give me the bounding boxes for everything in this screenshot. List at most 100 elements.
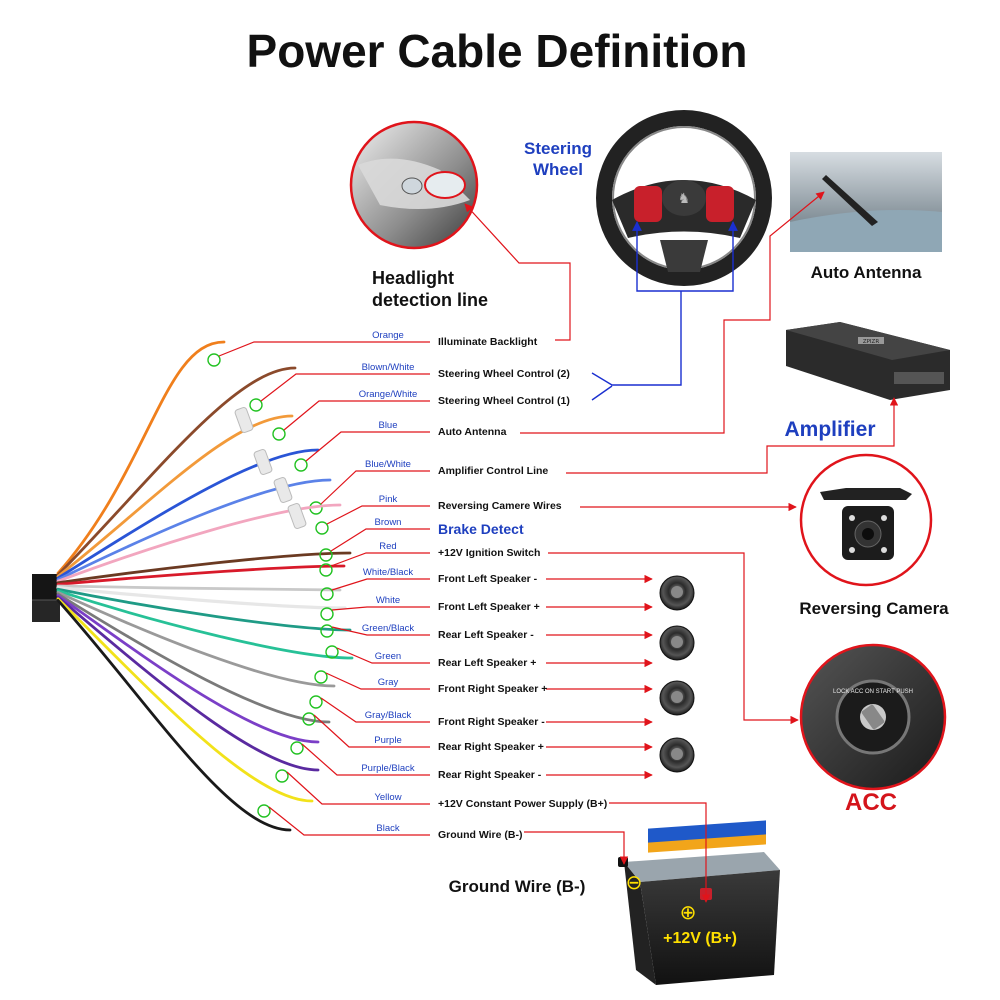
- wire-color-label: Gray: [378, 677, 399, 688]
- wire-leader-line: [330, 528, 430, 552]
- wire-color-label: White: [376, 595, 400, 606]
- wire-function-label: Illuminate Backlight: [438, 336, 538, 348]
- wire-ring-marker: [294, 458, 308, 472]
- svg-text:♞: ♞: [678, 191, 691, 207]
- battery-minus-symbol: ⊖: [626, 870, 643, 894]
- headlight-label-line1: Headlight: [372, 268, 454, 288]
- wire-brown: [56, 551, 352, 585]
- steering-wheel-image: ♞: [596, 110, 772, 286]
- page-title: Power Cable Definition: [247, 25, 748, 77]
- amplifier-label: Amplifier: [784, 418, 875, 441]
- wire-color-label: Pink: [379, 494, 398, 505]
- fuse-holder: [253, 449, 273, 475]
- wire-color-label: Gray/Black: [365, 710, 412, 721]
- battery-plus-symbol: ⊕: [680, 900, 697, 924]
- wire-yellow: [56, 597, 314, 803]
- auto-antenna-label: Auto Antenna: [811, 263, 922, 282]
- wire-red: [56, 564, 346, 586]
- wire-color-label: Purple: [374, 735, 401, 746]
- fuse-holder: [234, 407, 254, 433]
- headlight-label-line2: detection line: [372, 290, 488, 310]
- wire-black: [56, 599, 292, 832]
- wire-ring-marker: [325, 645, 339, 659]
- wire-connector: [32, 574, 60, 622]
- amplifier-image: ZPIZR: [768, 284, 962, 454]
- wire-color-label: Purple/Black: [361, 763, 415, 774]
- speaker-icon: [659, 575, 695, 611]
- wire-ring-marker: [314, 670, 328, 684]
- wire-function-label: Amplifier Control Line: [438, 465, 548, 477]
- wire-function-label: Rear Left Speaker -: [438, 629, 534, 641]
- battery-plus-label: +12V (B+): [663, 930, 737, 947]
- wire-leader-line: [331, 578, 430, 591]
- lead-steering-control-2: [591, 385, 613, 401]
- wire-function-label: Ground Wire (B-): [438, 829, 522, 841]
- wire-ring-marker: [290, 741, 304, 755]
- wire-ring-marker: [309, 695, 323, 709]
- wire-ring-marker: [272, 427, 286, 441]
- wire-ring-marker: [319, 548, 333, 562]
- steering-wheel-label-line2: Wheel: [533, 160, 583, 179]
- speaker-icon: [659, 737, 695, 773]
- wire-function-label: Rear Left Speaker +: [438, 657, 536, 669]
- wire-blue: [56, 448, 320, 580]
- wire-leader-line: [331, 626, 430, 636]
- wires-layer: [56, 340, 695, 836]
- wire-color-label: Green/Black: [362, 623, 415, 634]
- battery-image: [618, 820, 780, 985]
- wire-function-label: Front Left Speaker -: [438, 573, 538, 585]
- wire-color-label: Orange/White: [359, 389, 418, 400]
- lead-steering-left: [632, 221, 681, 292]
- wire-ring-marker: [257, 804, 271, 818]
- fuse-holder: [287, 503, 307, 529]
- wire-ring-marker: [320, 587, 334, 601]
- wire-ring-marker: [207, 353, 221, 367]
- wire-color-label: Red: [379, 541, 396, 552]
- steering-wheel-label-line1: Steering: [524, 139, 592, 158]
- reversing-camera-label: Reversing Camera: [799, 599, 949, 618]
- wire-ring-marker: [315, 521, 329, 535]
- fuse-holder: [273, 477, 293, 503]
- speaker-icon: [659, 625, 695, 661]
- wire-color-label: Green: [375, 651, 401, 662]
- wire-leader-line: [268, 806, 430, 836]
- amplifier-badge: ZPIZR: [863, 339, 879, 345]
- wire-function-label: Front Right Speaker -: [438, 716, 545, 728]
- lead-amplifier: [566, 397, 899, 474]
- speaker-icon: [659, 680, 695, 716]
- wire-color-label: Yellow: [374, 792, 401, 803]
- wire-color-label: White/Black: [363, 567, 413, 578]
- wire-ring-marker: [319, 563, 333, 577]
- wire-leader-line: [325, 672, 430, 690]
- lead-ignition-acc: [548, 552, 799, 725]
- reversing-camera-image: [799, 453, 933, 587]
- lead-backlight-to-headlight: [464, 203, 571, 341]
- wire-pink: [56, 503, 342, 583]
- lead-constant-power: [609, 802, 711, 903]
- lead-ground: [524, 831, 629, 865]
- wire-color-label: Brown: [375, 517, 402, 528]
- wire-function-label: Rear Right Speaker -: [438, 769, 542, 781]
- wire-gray: [56, 591, 336, 688]
- acc-label: ACC: [845, 789, 897, 816]
- wire-ring-marker: [302, 712, 316, 726]
- acc-key-text: LOCK ACC ON START PUSH: [833, 689, 913, 695]
- lead-auto-antenna: [520, 191, 825, 434]
- wire-function-label: Reversing Camere Wires: [438, 500, 562, 512]
- wire-green-black: [56, 587, 352, 632]
- wire-leader-line: [320, 470, 430, 505]
- wire-green: [56, 589, 354, 660]
- wire-purple: [56, 594, 320, 744]
- wire-function-label: Steering Wheel Control (1): [438, 395, 570, 407]
- wire-function-label: Front Right Speaker +: [438, 683, 547, 695]
- lead-steering-right: [681, 221, 738, 292]
- wire-function-label: Front Left Speaker +: [438, 601, 540, 613]
- wire-color-label: Blue/White: [365, 459, 411, 470]
- auto-antenna-image: [790, 152, 942, 252]
- wire-leader-line: [283, 400, 430, 431]
- wire-white-black: [56, 584, 342, 592]
- wire-color-label: Black: [376, 823, 399, 834]
- wire-function-label: +12V Ignition Switch: [438, 547, 540, 559]
- wire-leader-line: [286, 771, 430, 805]
